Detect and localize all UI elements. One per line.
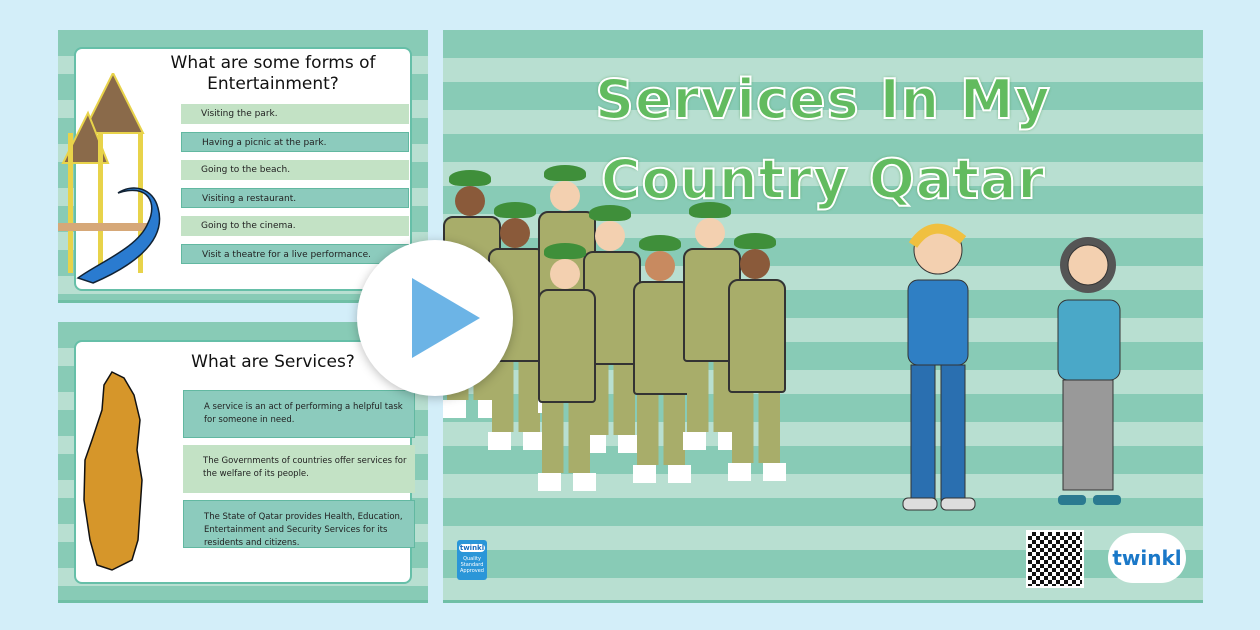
list-item: Going to the cinema. — [181, 216, 409, 236]
quality-standard-badge: twinkl Quality Standard Approved — [457, 540, 487, 580]
list-item: Having a picnic at the park. — [181, 132, 409, 152]
main-title-line-2: Country Qatar — [600, 147, 1046, 212]
slide-title: What are some forms of Entertainment? — [170, 53, 376, 94]
list-item: A service is an act of performing a help… — [183, 390, 415, 438]
list-item: Visit a theatre for a live performance. — [181, 244, 409, 264]
slide-card: What are some forms of Entertainment? Vi… — [58, 47, 412, 291]
main-slide-cover[interactable]: Services In My Country Qatar twinkl Qual… — [443, 30, 1203, 603]
list-item: Going to the beach. — [181, 160, 409, 180]
slide-card: What are Services? A service is an act o… — [74, 340, 415, 584]
slide-thumbnail-entertainment[interactable]: What are some forms of Entertainment? Vi… — [58, 30, 428, 303]
twinkl-logo: twinkl — [1108, 533, 1186, 583]
qatar-map — [83, 371, 143, 571]
list-item: The State of Qatar provides Health, Educ… — [183, 500, 415, 548]
playground-illustration — [58, 73, 161, 284]
qr-code-icon — [1026, 530, 1084, 588]
doctor-and-teacher-illustration — [902, 223, 1121, 511]
list-item: The Governments of countries offer servi… — [183, 445, 415, 493]
play-icon — [412, 278, 480, 358]
slide-thumbnail-services[interactable]: What are Services? A service is an act o… — [58, 322, 428, 603]
main-title-line-1: Services In My — [594, 67, 1051, 132]
list-item: Visiting the park. — [181, 104, 409, 124]
slide-title: What are Services? — [191, 352, 355, 372]
play-button[interactable] — [357, 240, 513, 396]
list-item: Visiting a restaurant. — [181, 188, 409, 208]
